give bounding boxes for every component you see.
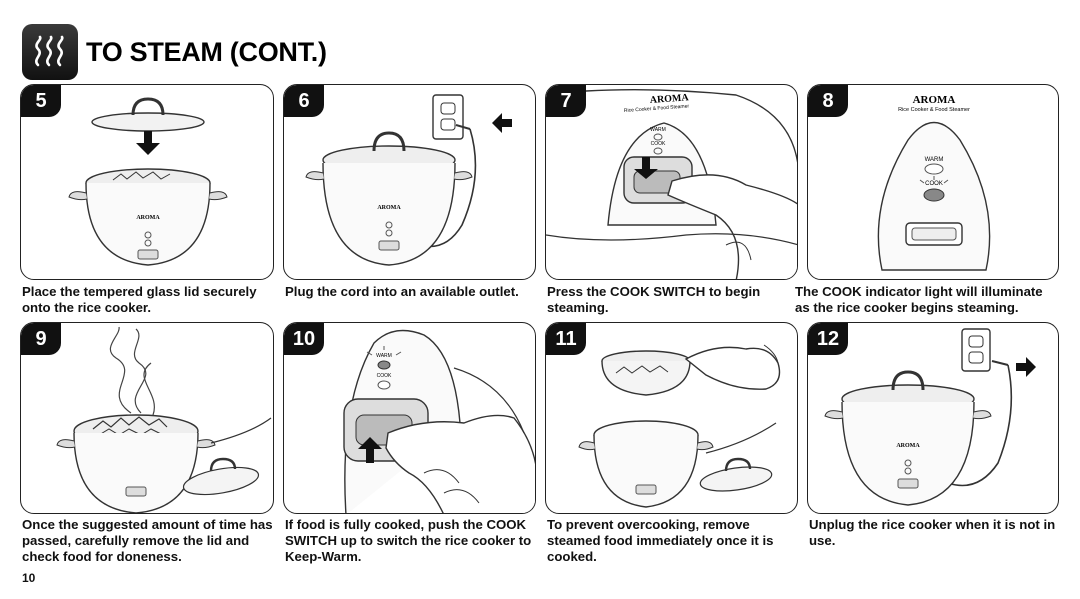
- step-8-caption: The COOK indicator light will illuminate…: [795, 284, 1043, 315]
- cook-label: COOK: [651, 141, 666, 147]
- step-10-panel: 10 WARM COOK: [283, 322, 536, 514]
- page-title: TO STEAM (CONT.): [86, 36, 327, 67]
- step-number: 10: [284, 323, 324, 355]
- step-number: 5: [21, 85, 61, 117]
- cook-indicator-light: [923, 188, 945, 202]
- step-9-caption: Once the suggested amount of time has pa…: [22, 517, 273, 564]
- step-9-panel: 9: [20, 322, 274, 514]
- step-6-panel: 6 AROMA: [283, 84, 536, 280]
- cook-label: COOK: [925, 181, 943, 187]
- warm-label: WARM: [376, 353, 392, 359]
- step-5-panel: 5 AROMA: [20, 84, 274, 280]
- warm-label: WARM: [650, 127, 666, 133]
- step-7-caption: Press the COOK SWITCH to begin steaming.: [547, 284, 761, 315]
- step-12-panel: 12 AROMA: [807, 322, 1059, 514]
- steam-icon: [22, 24, 78, 80]
- warm-label: WARM: [925, 157, 944, 163]
- brand-logo: AROMA: [377, 205, 401, 211]
- plug-cord-illustration: AROMA: [305, 94, 512, 266]
- unplug-cord-illustration: AROMA: [824, 328, 1036, 506]
- step-number: 6: [284, 85, 324, 117]
- rice-cooker-lid-illustration: AROMA: [68, 97, 228, 266]
- step-8-panel: 8 AROMA Rice Cooker & Food Steamer WARM …: [807, 84, 1059, 280]
- brand-logo: AROMA: [913, 94, 956, 106]
- step-11-caption: To prevent overcooking, remove steamed f…: [547, 517, 774, 564]
- step-6-caption: Plug the cord into an available outlet.: [285, 284, 519, 299]
- page-number: 10: [22, 571, 36, 585]
- step-7-panel: 7 AROMA Rice Cooker & Food Steamer WARM …: [545, 84, 798, 280]
- step-number: 7: [546, 85, 586, 117]
- step-number: 11: [546, 323, 586, 355]
- remove-steamed-food-illustration: [578, 344, 781, 508]
- brand-subtitle: Rice Cooker & Food Steamer: [898, 107, 970, 113]
- section-header: TO STEAM (CONT.): [22, 22, 327, 82]
- step-number: 12: [808, 323, 848, 355]
- brand-logo: AROMA: [136, 215, 160, 221]
- check-food-illustration: [56, 326, 272, 513]
- press-cook-switch-illustration: AROMA Rice Cooker & Food Steamer WARM CO…: [546, 88, 797, 279]
- step-11-panel: 11: [545, 322, 798, 514]
- brand-subtitle: Rice Cooker & Food Steamer: [624, 103, 690, 114]
- cook-label: COOK: [377, 373, 392, 379]
- cook-light-illustration: AROMA Rice Cooker & Food Steamer WARM CO…: [877, 94, 991, 271]
- push-switch-warm-illustration: WARM COOK: [343, 329, 535, 513]
- step-12-caption: Unplug the rice cooker when it is not in…: [809, 517, 1056, 548]
- step-number: 8: [808, 85, 848, 117]
- step-5-caption: Place the tempered glass lid securely on…: [22, 284, 257, 315]
- step-10-caption: If food is fully cooked, push the COOK S…: [285, 517, 532, 564]
- step-number: 9: [21, 323, 61, 355]
- brand-logo: AROMA: [649, 92, 689, 106]
- brand-logo: AROMA: [896, 443, 920, 449]
